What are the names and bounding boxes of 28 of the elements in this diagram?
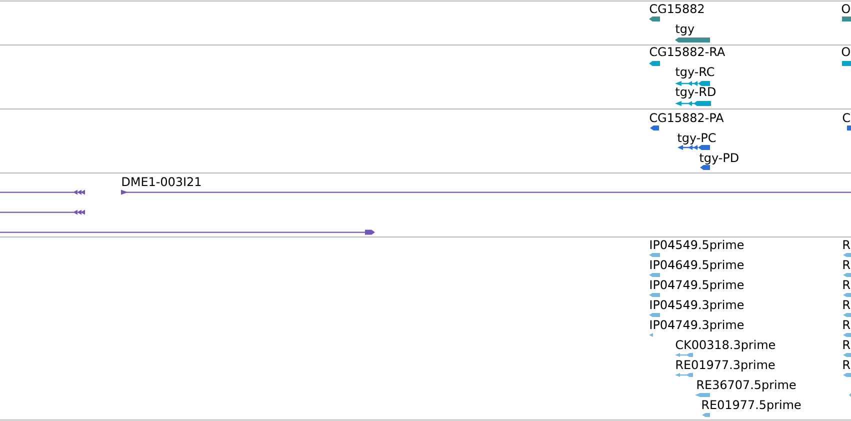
feature-label: RE01977.3prime bbox=[676, 360, 775, 372]
feature-label: C bbox=[842, 113, 850, 122]
feature-label: R bbox=[843, 360, 850, 369]
feature-label: IP04549.5prime bbox=[650, 240, 744, 252]
feature-label: RE01977.5prime bbox=[702, 400, 801, 412]
feature-label: R bbox=[843, 260, 850, 269]
feature-label: R bbox=[843, 240, 850, 249]
feature-label: R bbox=[843, 300, 850, 309]
feature-label: O bbox=[842, 47, 850, 56]
feature-label: tgy bbox=[676, 24, 694, 36]
feature-label: RE36707.5prime bbox=[697, 380, 796, 392]
feature-label: IP04649.5prime bbox=[650, 260, 744, 272]
feature-label: R bbox=[843, 320, 850, 329]
feature-label: DME1-003I21 bbox=[122, 177, 201, 186]
feature-label: CG15882-PA bbox=[650, 113, 724, 122]
feature-label: CG15882 bbox=[650, 4, 704, 14]
feature-label: R bbox=[843, 280, 850, 289]
feature-label: CK00318.3prime bbox=[676, 340, 775, 352]
feature-label: IP04549.3prime bbox=[650, 300, 744, 312]
feature-label: tgy-PD bbox=[700, 153, 738, 164]
feature-label: tgy-PC bbox=[678, 133, 716, 144]
feature-label: CG15882-RA bbox=[650, 47, 726, 56]
feature-label: IP04749.3prime bbox=[650, 320, 744, 332]
feature-label: tgy-RD bbox=[676, 87, 716, 98]
feature-label: O bbox=[842, 4, 850, 14]
feature-label: tgy-RC bbox=[676, 67, 714, 78]
feature-label: IP04749.5prime bbox=[650, 280, 744, 292]
feature-label: R bbox=[843, 340, 850, 349]
